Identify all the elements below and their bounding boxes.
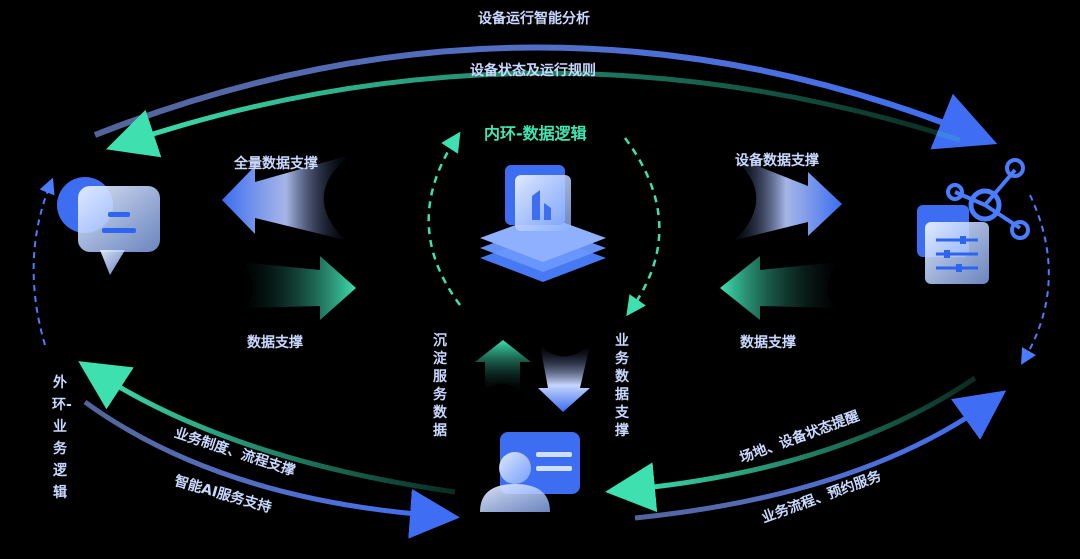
- share-settings-icon: [917, 158, 1030, 284]
- left-upper-label: 全量数据支撑: [234, 156, 318, 172]
- inner-ring-title: 内环-数据逻辑: [484, 124, 587, 143]
- left-dashed-arc: [32, 177, 55, 346]
- chat-icon: [57, 177, 160, 275]
- bottom-right-outer-arrow: [634, 390, 1007, 521]
- center-left-vertical-label: 沉淀服务数据: [433, 333, 447, 439]
- user-card-icon: [480, 432, 580, 512]
- right-dashed-arc: [1021, 194, 1050, 365]
- bottom-right-inner-arrow: [605, 375, 977, 513]
- left-upper-arrow: [222, 155, 350, 240]
- data-stack-icon: [480, 165, 606, 282]
- center-right-vertical-label: 业务数据支撑: [615, 333, 629, 439]
- top-inner-label: 设备状态及运行规则: [470, 63, 596, 79]
- right-upper-arrow: [730, 155, 842, 240]
- inner-right-dashed-arc: [623, 137, 661, 317]
- center-down-arrow: [538, 345, 590, 412]
- right-lower-arrow: [720, 256, 840, 320]
- center-up-arrow: [475, 340, 531, 392]
- bottom-left-outer-arrow: [83, 399, 460, 539]
- left-lower-arrow: [240, 256, 356, 320]
- right-upper-label: 设备数据支撑: [735, 153, 819, 169]
- inner-left-dashed-arc: [427, 131, 462, 306]
- top-outer-label: 设备运行智能分析: [478, 11, 590, 27]
- outer-ring-label: 外环-业务逻辑: [52, 375, 72, 501]
- bottom-left-inner-arrow: [78, 361, 456, 495]
- left-lower-label: 数据支撑: [247, 335, 303, 351]
- top-outer-arrow: [93, 44, 998, 150]
- top-inner-arrow: [106, 70, 961, 158]
- right-lower-label: 数据支撑: [740, 335, 796, 351]
